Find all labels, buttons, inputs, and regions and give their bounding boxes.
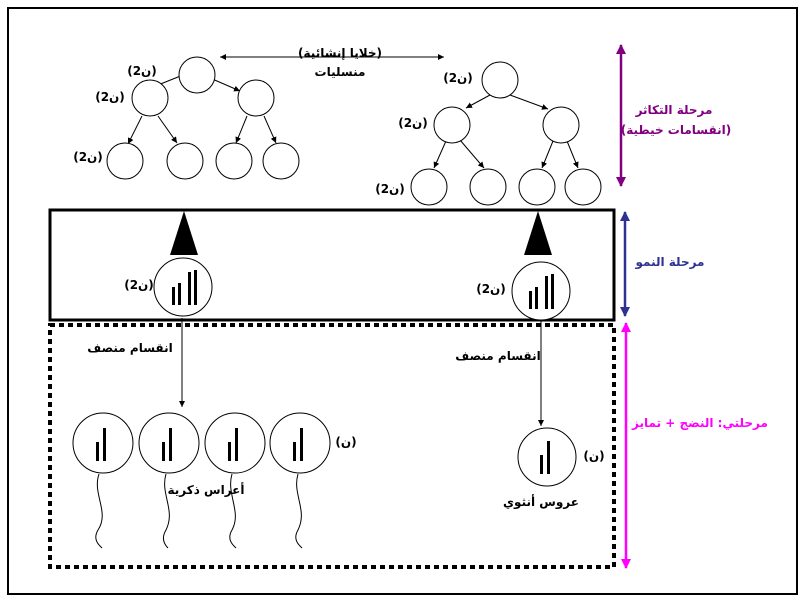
growth-stage-label: مرحلة النمو — [635, 255, 705, 270]
male-gametes-label: أعراس ذكرية — [167, 482, 244, 497]
right-cell-gen3b — [469, 168, 507, 206]
left-cell-gen3d — [262, 142, 300, 180]
right-cell-gen3d — [564, 168, 602, 206]
ploidy-label: (ن) — [583, 449, 604, 463]
ploidy-label: (2ن) — [476, 282, 506, 296]
meiosis-label-left: انقسام منصف — [87, 341, 172, 356]
ploidy-label: (ن) — [335, 435, 356, 449]
left-cell-gen1 — [178, 56, 216, 94]
ploidy-label: (2ن) — [124, 278, 154, 292]
left-cell-gen3c — [215, 142, 253, 180]
multiplication-stage-sublabel: (انقسامات خيطية) — [621, 123, 732, 137]
sperm-tail — [229, 473, 237, 549]
female-gamete-label: عروس أنثوي — [503, 494, 579, 510]
primary-spermatocyte — [153, 257, 213, 317]
left-cell-gen2b — [237, 79, 275, 117]
meiosis-label-right: انقسام منصف — [455, 349, 540, 364]
sperm-tail — [95, 473, 103, 549]
left-primary-cell: (2ن) — [124, 257, 213, 317]
growth-arrow-left — [170, 211, 198, 255]
growth-phase-box — [48, 208, 616, 322]
left-cell-gen2a — [131, 79, 169, 117]
germ-cells-label-line1: (خلايا إنشائية) — [298, 46, 382, 60]
right-cell-gen3c — [518, 168, 556, 206]
ploidy-label: (2ن) — [95, 90, 125, 104]
sperm-tail — [162, 473, 170, 549]
left-cell-gen3a — [106, 142, 144, 180]
right-primary-cell: (2ن) — [476, 261, 571, 321]
outer-frame — [7, 7, 798, 595]
right-cell-gen1 — [481, 61, 519, 99]
primary-oocyte — [511, 261, 571, 321]
left-cell-gen3b — [166, 142, 204, 180]
maturation-phase-box — [48, 323, 616, 569]
male-gametes: (ن) أعراس ذكرية — [72, 412, 357, 549]
right-cell-gen2b — [542, 106, 580, 144]
right-cell-gen2a — [433, 106, 471, 144]
ploidy-label: (2ن) — [127, 64, 157, 78]
right-cell-gen3a — [410, 168, 448, 206]
female-gamete: (ن) عروس أنثوي — [503, 427, 605, 510]
growth-arrow-right — [524, 211, 552, 255]
germ-cells-label-line2: منسليات — [315, 65, 366, 79]
ploidy-label: (2ن) — [73, 150, 103, 164]
ploidy-label: (2ن) — [443, 71, 473, 85]
maturation-stage-label: مرحلتي: النضج + تمايز — [631, 416, 768, 430]
left-mitosis-tree: (2ن) (2ن) (2ن) — [73, 56, 300, 180]
ploidy-label: (2ن) — [398, 116, 428, 130]
sperm-tail — [295, 473, 303, 549]
multiplication-stage-label: مرحلة التكاثر — [635, 103, 713, 117]
ploidy-label: (2ن) — [375, 182, 405, 196]
right-mitosis-tree: (2ن) (2ن) (2ن) — [375, 61, 602, 206]
